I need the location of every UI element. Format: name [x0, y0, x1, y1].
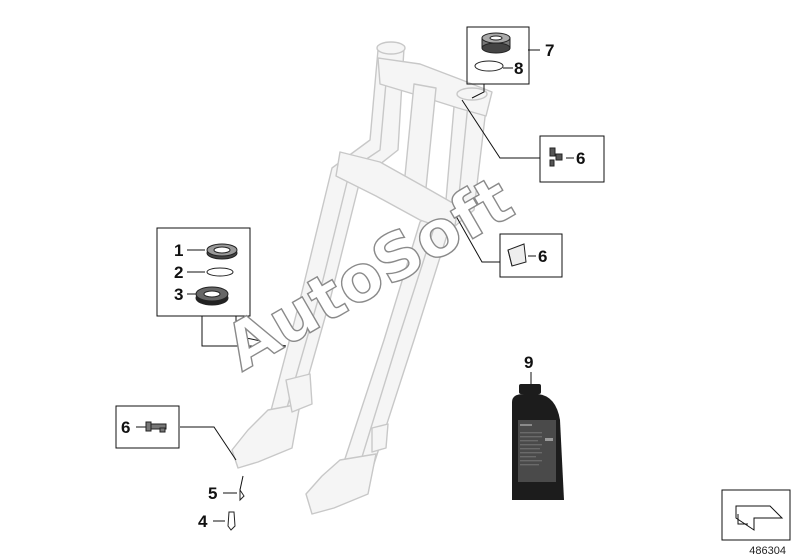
bolt-part-lower: [145, 421, 167, 433]
clamp-part-middle: [507, 243, 527, 267]
bottle-logo-mark: [545, 438, 553, 441]
front-fork-illustration: [231, 41, 493, 515]
sealing-ring-part: [474, 60, 504, 72]
leader-bolt-box-lower: [180, 426, 237, 461]
leader-lines: [136, 49, 574, 522]
bearing-part: [481, 32, 511, 54]
cotter-pin-part: [239, 488, 245, 502]
left-fork-cap: [376, 41, 406, 55]
bolt-part-upper: [549, 147, 563, 167]
leader-bolt-box-upper: [461, 99, 540, 159]
box-bolts-middle: [499, 233, 563, 278]
diagram-reference-number: 486304: [749, 545, 786, 557]
box-seals: [156, 227, 251, 317]
callout-6-lower: 6: [121, 418, 130, 437]
right-fork-cap: [456, 87, 488, 101]
watermark: AutoSoft: [213, 163, 526, 386]
callout-5: 5: [208, 484, 217, 503]
steering-stem: [403, 83, 437, 189]
callout-6-middle: 6: [538, 247, 547, 266]
callout-4: 4: [198, 512, 208, 531]
dust-seal-part: [195, 286, 229, 306]
circlip-part: [206, 267, 234, 277]
left-caliper-mount: [285, 373, 313, 413]
left-fork-slider: [231, 403, 301, 469]
right-lower-bracket: [371, 423, 389, 453]
small-parts: [145, 32, 563, 531]
box-bearing: [466, 26, 530, 85]
navigation-arrow-icon[interactable]: [721, 489, 791, 541]
callout-7: 7: [545, 41, 554, 60]
box-bolts-lower: [115, 405, 180, 449]
fork-oil-bottle: [512, 384, 564, 500]
bottle-cap: [519, 384, 541, 394]
callout-3: 3: [174, 285, 183, 304]
seal-ring-part: [206, 243, 238, 260]
callout-boxes: [115, 26, 605, 449]
bottle-label-lines: [520, 432, 542, 466]
leader-seals-box: [201, 316, 286, 347]
callout-2: 2: [174, 263, 183, 282]
callout-1: 1: [174, 241, 183, 260]
leader-seals-box-2: [235, 316, 287, 347]
callout-8: 8: [514, 59, 523, 78]
right-fork-tube-highlight: [357, 103, 469, 471]
axle-clip-part: [227, 511, 236, 531]
box-bolts-upper: [539, 135, 605, 183]
callout-numbers: 1 2 3 8 7 6 6 6 5 4 9: [121, 41, 585, 531]
right-fork-slider: [305, 453, 377, 515]
bottle-label: [518, 420, 556, 482]
callout-6-upper: 6: [576, 149, 585, 168]
leader-bearing-box: [471, 84, 485, 99]
leader-bolt-box-middle: [455, 215, 500, 263]
leader-item-5-to-fork: [239, 475, 244, 491]
lower-triple-clamp: [335, 151, 459, 233]
callout-9: 9: [524, 353, 533, 372]
bottle-label-stripe: [520, 424, 532, 426]
